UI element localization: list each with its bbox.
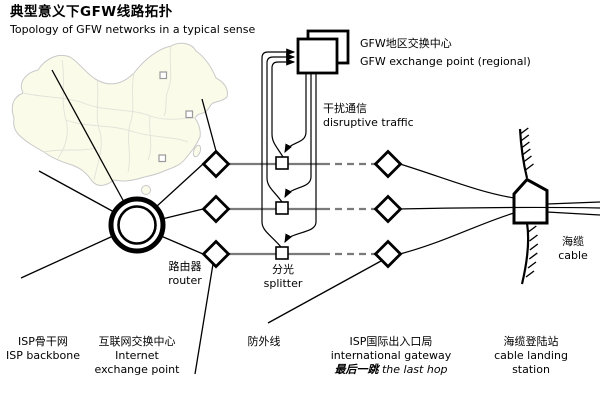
province-borders [22, 45, 197, 181]
map-marker-south [158, 154, 167, 163]
inject-line-3 [284, 73, 317, 244]
router-label: 路由器 router [168, 260, 202, 288]
last-hop-note-zh: 最后一跳 [334, 363, 379, 376]
router-node [108, 196, 166, 254]
internet-exchange-label-en2: exchange point [94, 363, 180, 376]
gateway-link-1 [399, 163, 515, 199]
seaward-lines [399, 201, 600, 216]
cable-landing-label-zh: 海缆登陆站 [503, 335, 559, 348]
disruptive-traffic-label: 干扰通信 disruptive traffic [323, 102, 414, 130]
sea-line-3 [546, 211, 600, 216]
last-hop-note-en: the last hop [381, 363, 448, 376]
backbone-links [20, 69, 382, 375]
internet-exchange-label-en1: Internet [115, 349, 159, 362]
page-subtitle: Topology of GFW networks in a typical se… [10, 23, 256, 36]
router-label-en: router [168, 274, 202, 287]
international-gateway-label: ISP国际出入口局 international gateway 最后一跳 the… [331, 335, 452, 377]
splitter-label-en: splitter [263, 277, 303, 290]
ix1-north-link [201, 98, 217, 152]
route-lines [228, 162, 375, 256]
gateway-link-2 [399, 206, 600, 210]
tap-line-3 [261, 48, 296, 248]
bypass-line-label-zh: 防外线 [247, 335, 281, 348]
right-diamond-2 [373, 194, 403, 224]
international-gateway-node [512, 177, 549, 225]
splitter-node-2 [275, 201, 289, 215]
bypass-line-label: 防外线 [248, 335, 281, 349]
tap-lines [261, 48, 296, 248]
tap-line-2 [266, 53, 296, 203]
taiwan-island [192, 144, 202, 158]
bypass-link [267, 260, 382, 324]
router-spoke-northwest [51, 69, 125, 203]
gfw-exchange-label: GFW地区交换中心 GFW exchange point (regional) [360, 37, 531, 69]
disruptive-traffic-label-zh: 干扰通信 [323, 102, 367, 115]
gateway-links [399, 163, 515, 255]
sea-cable-label-zh: 海缆 [561, 235, 584, 248]
splitter-node-3 [275, 246, 289, 260]
router-to-ix2 [161, 208, 204, 220]
router-spoke-west [38, 170, 115, 213]
gfw-box-front [296, 37, 339, 75]
sea-cable-label: 海缆 cable [558, 235, 588, 263]
isp-backbone-label-en: ISP backbone [6, 349, 80, 362]
internet-exchange-label-zh: 互联网交换中心 [98, 335, 176, 348]
splitter-label-zh: 分光 [272, 263, 294, 276]
left-diamond-1 [201, 149, 231, 179]
gateway-link-3 [399, 212, 515, 255]
map-marker-east [185, 110, 194, 119]
cable-landing-label-en2: station [512, 363, 550, 376]
ix3-south-link [194, 263, 214, 375]
internet-exchange-label: 互联网交换中心 Internet exchange point [95, 335, 180, 377]
gfw-exchange-label-zh: GFW地区交换中心 [360, 37, 452, 50]
splitter-label: 分光 splitter [264, 263, 303, 291]
isp-backbone-label: ISP骨干网 ISP backbone [6, 335, 80, 363]
sea-line-1 [546, 201, 600, 205]
gfw-exchange-node [296, 29, 350, 75]
sea-cable-symbol [518, 127, 539, 285]
sea-cable-lower [520, 222, 530, 285]
disruptive-traffic-label-en: disruptive traffic [323, 116, 414, 129]
isp-backbone-label-zh: ISP骨干网 [18, 335, 68, 348]
map-marker-north [159, 71, 168, 80]
gfw-exchange-label-en: GFW exchange point (regional) [360, 55, 531, 68]
inject-line-1 [284, 73, 307, 154]
sea-cable-label-en: cable [558, 249, 588, 262]
international-gateway-label-zh: ISP国际出入口局 [349, 335, 433, 348]
ix-diamonds-left [201, 149, 231, 269]
page-title: 典型意义下GFW线路拓扑 [10, 4, 173, 20]
router-to-ix1 [155, 163, 204, 208]
gateway-diamonds-right [373, 149, 403, 269]
inject-lines [284, 73, 317, 244]
splitter-node-1 [275, 156, 289, 170]
cable-landing-label-en1: cable landing [494, 349, 568, 362]
inject-line-2 [284, 73, 312, 199]
cable-landing-label: 海缆登陆站 cable landing station [494, 335, 568, 377]
last-hop-note: 最后一跳 the last hop [331, 363, 452, 377]
router-label-zh: 路由器 [168, 260, 202, 273]
tap-line-1 [271, 58, 296, 158]
left-diamond-2 [201, 194, 231, 224]
router-to-ix3 [160, 235, 204, 255]
hainan-island [141, 185, 151, 195]
router-spoke-southwest [20, 235, 114, 279]
left-diamond-3 [201, 239, 231, 269]
international-gateway-label-en: international gateway [330, 349, 452, 362]
right-diamond-1 [373, 149, 403, 179]
right-diamond-3 [373, 239, 403, 269]
splitters [275, 156, 289, 260]
china-map [11, 42, 228, 195]
